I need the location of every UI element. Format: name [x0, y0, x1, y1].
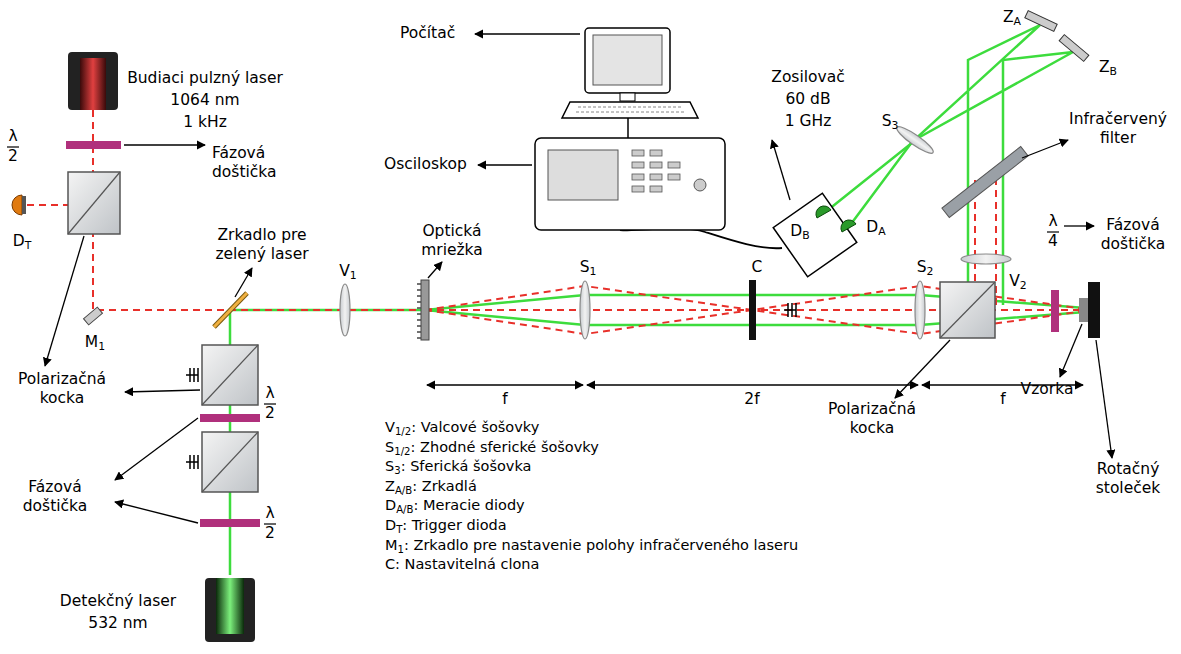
label: DA [866, 218, 885, 237]
label: λ [8, 127, 17, 146]
measuring-diode [841, 220, 856, 232]
sample [1079, 298, 1088, 322]
label: Budiaci pulzný laser [127, 69, 283, 88]
legend-line: M1: Zrkadlo pre nastavenie polohy infrač… [385, 536, 798, 554]
label: Počítač [400, 24, 455, 43]
label: Polarizačná kocka [815, 400, 930, 438]
quarter-wave-plate [1051, 290, 1059, 332]
half-wave-plate [200, 414, 260, 422]
legend-line: C: Nastavitelná clona [385, 555, 539, 573]
dichroic-mirror-face [214, 293, 247, 327]
legend-line: S1/2: Zhodné sferické šošovky [385, 438, 599, 456]
mirror [1059, 35, 1089, 62]
label: Zrkadlo pre zelený laser [192, 226, 332, 264]
lens [340, 123, 1011, 339]
label: ZB [1099, 58, 1117, 77]
label: f [1000, 390, 1005, 409]
label: S3 [882, 112, 899, 131]
computer [562, 28, 698, 138]
detector-box [773, 193, 857, 277]
distance-arrow [427, 384, 1083, 385]
legend-line: V1/2: Valcové šošovky [385, 418, 539, 436]
label: V2 [1009, 272, 1027, 291]
label: Zosilovač [771, 68, 844, 87]
label: Fázová doštička [212, 144, 312, 182]
pump-laser [68, 52, 118, 110]
label: 4 [1048, 232, 1058, 251]
label: S2 [917, 258, 934, 277]
legend-line: ZA/B: Zrkadlá [385, 477, 477, 495]
beam-dump [186, 303, 796, 469]
oscilloscope [535, 138, 725, 230]
label: λ [265, 384, 274, 403]
label: 2 [265, 524, 275, 543]
detection-laser-aperture [216, 578, 244, 634]
leader-arrow [45, 34, 1112, 523]
label: 2f [744, 390, 759, 409]
label: Fázová doštička [1088, 216, 1178, 254]
polarizing-cube [202, 432, 258, 492]
legend-line: S3: Sferická šošovka [385, 457, 531, 475]
label: Detekčný laser [60, 592, 176, 611]
label: Optická mriežka [405, 222, 500, 260]
label: 532 nm [88, 614, 147, 633]
half-wave-plate [66, 141, 121, 149]
label: Osciloskop [384, 155, 467, 174]
mirror [1025, 11, 1057, 32]
label: 2 [8, 147, 18, 166]
mirror-m1 [84, 307, 103, 325]
trigger-diode [12, 195, 22, 215]
label: ZA [1003, 8, 1021, 27]
label: 1 GHz [785, 112, 832, 131]
label: 1 kHz [183, 113, 227, 132]
label: C [752, 258, 763, 277]
half-wave-plate [200, 519, 260, 527]
measuring-diode [816, 206, 831, 218]
dichroic-mirror [214, 293, 247, 327]
label: Rotačný stoleček [1078, 460, 1178, 498]
label: 60 dB [785, 90, 830, 109]
pump-laser-aperture [80, 58, 106, 110]
label: M1 [85, 333, 105, 352]
polarizing-cube [68, 172, 120, 234]
label: 2 [265, 404, 275, 423]
legend-line: DA/B: Meracie diody [385, 496, 525, 514]
label: S1 [580, 258, 597, 277]
detection-laser [205, 578, 255, 642]
label: DT [13, 232, 32, 251]
label: DB [790, 222, 809, 241]
label: Fázová doštička [5, 478, 105, 516]
trigger-diode-base [22, 196, 26, 214]
infrared-beam [25, 110, 1085, 334]
label: λ [265, 504, 274, 523]
label: Polarizačná kocka [5, 370, 120, 408]
label: Infračervený filter [1058, 110, 1178, 148]
fraction-bar [7, 147, 1059, 524]
aperture [749, 280, 756, 340]
label: Vzorka [1021, 380, 1074, 399]
legend-line: DT: Trigger dioda [385, 516, 507, 534]
label: f [502, 390, 507, 409]
optical-grating [417, 280, 429, 340]
infrared-filter [942, 146, 1028, 217]
label: λ [1048, 212, 1057, 231]
green-beam [230, 25, 1085, 575]
polarizing-cube [202, 345, 258, 405]
label: 1064 nm [170, 91, 239, 110]
label: V1 [339, 262, 357, 281]
rotation-stage [1088, 282, 1100, 338]
cable [620, 228, 782, 248]
polarizing-cube [940, 282, 995, 338]
